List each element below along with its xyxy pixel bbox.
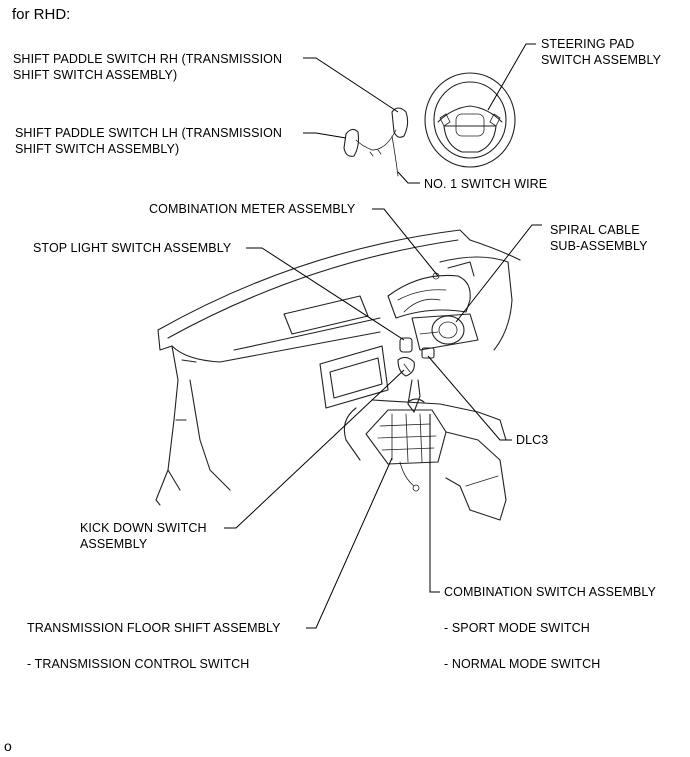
floor-shift-drawing bbox=[343, 379, 507, 521]
leader-lines bbox=[224, 43, 542, 629]
transmission-control-switch-label: - TRANSMISSION CONTROL SWITCH bbox=[27, 657, 250, 671]
dashboard-drawing bbox=[155, 229, 521, 506]
kick-down-switch-label: KICK DOWN SWITCH ASSEMBLY bbox=[80, 521, 207, 551]
spiral-cable-label: SPIRAL CABLE SUB-ASSEMBLY bbox=[550, 223, 648, 253]
footer-mark: o bbox=[4, 738, 12, 754]
combination-switch-label: COMBINATION SWITCH ASSEMBLY bbox=[444, 585, 656, 599]
combination-meter-label: COMBINATION METER ASSEMBLY bbox=[149, 202, 356, 216]
switch-wire-label: NO. 1 SWITCH WIRE bbox=[424, 177, 548, 191]
region-label: for RHD: bbox=[12, 6, 71, 23]
paddle-switch-drawing bbox=[343, 107, 409, 177]
steering-wheel-drawing bbox=[424, 72, 516, 168]
pedal-area-drawing bbox=[397, 337, 435, 377]
dlc3-label: DLC3 bbox=[516, 433, 549, 447]
steering-pad-switch-label: STEERING PAD SWITCH ASSEMBLY bbox=[541, 37, 662, 67]
combination-meter-drawing bbox=[387, 272, 471, 319]
sport-mode-switch-label: - SPORT MODE SWITCH bbox=[444, 621, 590, 635]
floor-shift-label: TRANSMISSION FLOOR SHIFT ASSEMBLY bbox=[27, 621, 281, 635]
paddle-switch-lh-label: SHIFT PADDLE SWITCH LH (TRANSMISSION SHI… bbox=[15, 126, 283, 156]
stop-light-switch-label: STOP LIGHT SWITCH ASSEMBLY bbox=[33, 241, 232, 255]
paddle-switch-rh-label: SHIFT PADDLE SWITCH RH (TRANSMISSION SHI… bbox=[13, 52, 283, 82]
spiral-cable-drawing bbox=[411, 313, 479, 351]
normal-mode-switch-label: - NORMAL MODE SWITCH bbox=[444, 657, 601, 671]
